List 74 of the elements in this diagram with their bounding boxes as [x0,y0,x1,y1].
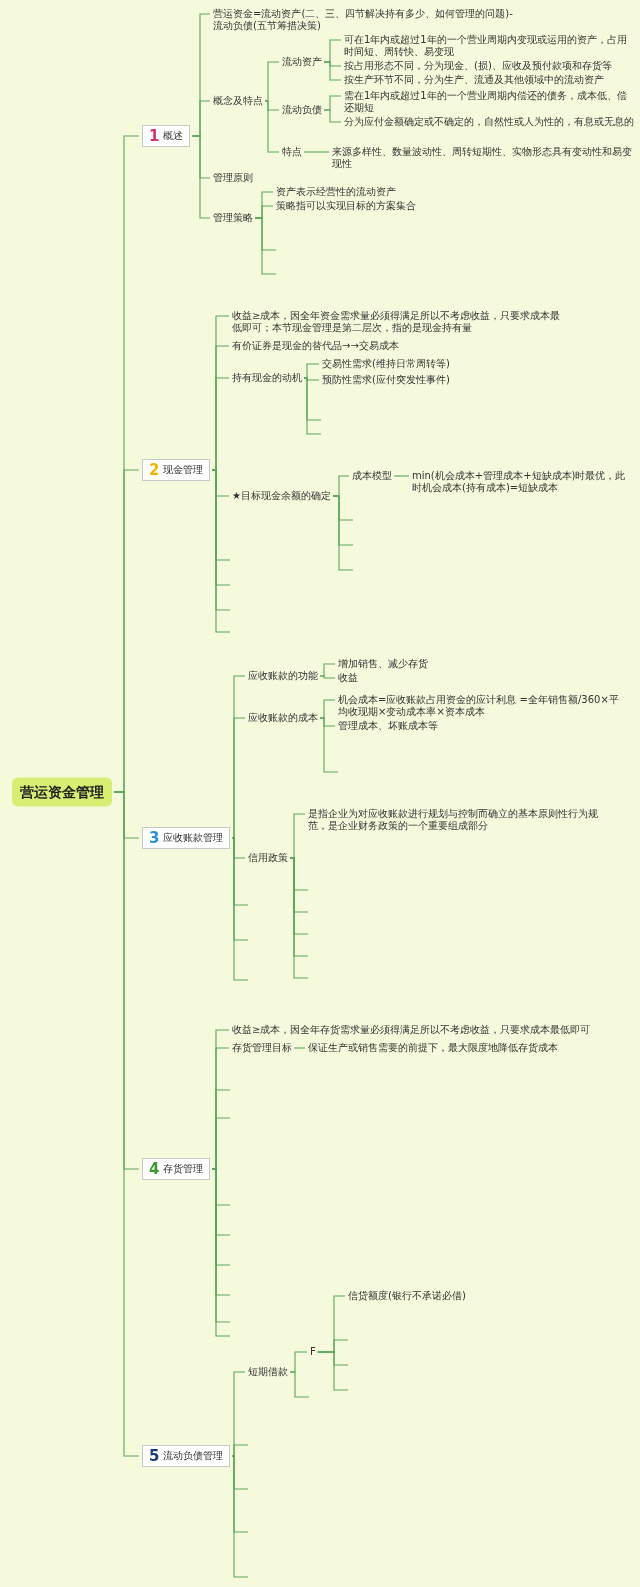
branch-line [319,675,336,679]
topic-text: 信用政策 [248,852,288,864]
topic-label: 存货管理 [163,1162,204,1176]
branch-line [303,377,322,435]
topic-text: 特点 [282,146,302,158]
topic-text: 短期借款 [248,1366,288,1378]
topic-text: 存货管理目标 [232,1042,292,1054]
topic-text: 保证生产或销售需要的前提下，最大限度地降低存货成本 [308,1042,558,1054]
topic-text: F [310,1346,316,1358]
topic-text: 应收账款的成本 [248,712,318,724]
topic-text: 流动负债 [282,104,322,116]
branch-line [289,1371,310,1398]
branch-line [393,475,410,477]
branch-line [231,837,249,981]
topic-text: 流动资产 [282,56,322,68]
topic-label: 流动负债管理 [163,1449,224,1463]
branch-line [254,217,277,275]
topic-text: 按生产环节不同，分为生产、流通及其他领域中的流动资产 [344,74,604,86]
branch-line [303,151,330,153]
topic-box [142,1158,211,1180]
topic-text: 是指企业为对应收账款进行规划与控制而确立的基本原则性行为规范，是企业财务政策的一个重要组成部分 [308,808,608,832]
topic-text: 成本模型 [352,470,392,482]
topic-text: 资产表示经营性的流动资产 [276,186,396,198]
branch-line [191,135,211,219]
topic-text: 策略指可以实现目标的方案集合 [276,200,416,212]
topic-box [142,125,191,147]
topic-text: 信贷额度(银行不承诺必借) [348,1290,466,1302]
topic-text: 收益≥成本，因全年存货需求量必须得满足所以不考虑收益，只要求成本最低即可 [232,1024,591,1036]
topic-box [142,1445,231,1467]
topic-label: 现金管理 [163,463,204,477]
branch-line [332,495,354,571]
topic-text: 管理策略 [213,212,253,224]
topic-number: 4 [149,1160,160,1178]
topic-text: 增加销售、减少存货 [338,658,428,670]
branch-line [323,61,342,81]
topic-text: 分为应付金额确定或不确定的，自然性或人为性的，有息或无息的 [344,116,634,128]
topic-text: 应收账款的功能 [248,670,318,682]
topic-text: 有价证券是现金的替代品→→交易成本 [232,340,399,352]
topic-text: 可在1年内或超过1年的一个营业周期内变现或运用的资产，占用时间短、周转快、易变现 [344,34,634,58]
topic-text: 交易性需求(维持日常周转等) [322,358,450,370]
topic-number: 3 [149,829,160,847]
topic-text: 管理原则 [213,172,253,184]
topic-number: 5 [149,1447,160,1465]
topic-text: 收益 [338,672,358,684]
topic-text: 概念及特点 [213,95,263,107]
branch-line [303,363,320,379]
branch-line [264,100,280,153]
branch-line [231,1455,249,1578]
topic-text: 需在1年内或超过1年的一个营业周期内偿还的债务，成本低、偿还期短 [344,90,636,114]
topic-text: 营运资金=流动资产(二、三、四节解决持有多少、如何管理的问题)-流动负债(五节筹措决策) [213,8,513,32]
topic-number: 1 [149,127,160,145]
topic-box [142,459,211,481]
topic-label: 概述 [163,129,184,143]
branch-line [293,1047,306,1049]
branch-line [319,717,339,773]
topic-label: 应收账款管理 [163,831,224,845]
topic-text: ★目标现金余额的确定 [232,490,331,502]
branch-line [317,1351,349,1391]
topic-text: 收益≥成本，因全年资金需求量必须得满足所以不考虑收益，只要求成本最低即可；本节现金管理是第二层次，指的是现金持有量 [232,310,562,334]
branch-line [289,857,309,979]
branch-line [231,717,246,839]
branch-line [264,61,280,102]
topic-text: 按占用形态不同，分为现金、(损)、应收及预付款项和存货等 [344,60,612,72]
topic-text: 机会成本=应收账款占用资金的应计利息 =全年销售额/360×平均收现期×变动成本率×资本成本 [338,694,628,718]
topic-text: 预防性需求(应付突发性事件) [322,374,450,386]
topic-text: 管理成本、坏账成本等 [338,720,438,732]
branch-line [231,1444,249,1457]
topic-text: 来源多样性、数量波动性、周转短期性、实物形态具有变动性和易变现性 [332,146,632,170]
topic-box [142,827,231,849]
topic-number: 2 [149,461,160,479]
branch-line [323,109,342,123]
root-topic: 营运资金管理 [12,777,112,807]
topic-text: min(机会成本+管理成本+短缺成本)时最优，此时机会成本(持有成本)=短缺成本 [412,470,634,494]
topic-text: 持有现金的动机 [232,372,302,384]
